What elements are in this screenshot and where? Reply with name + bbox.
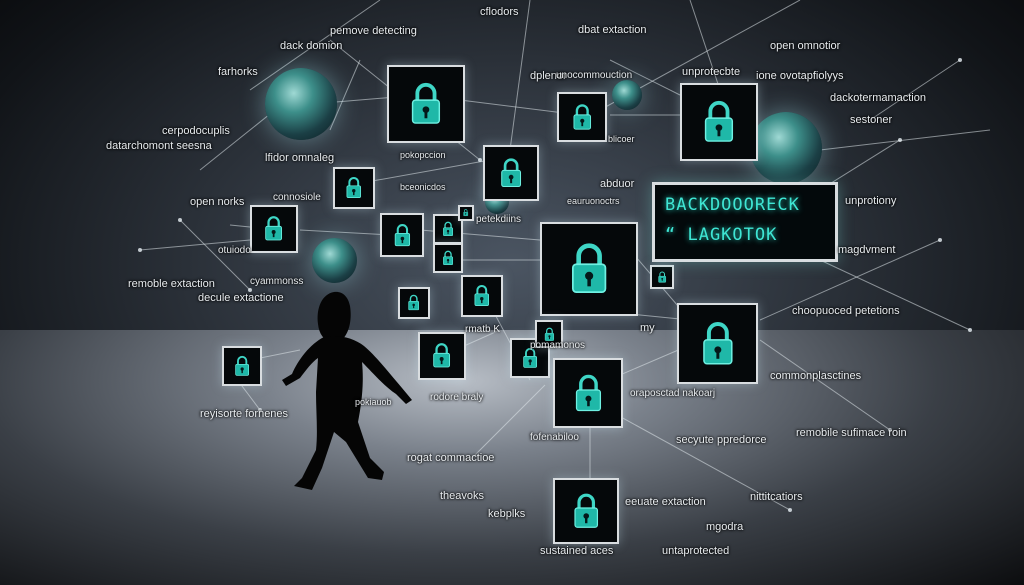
- label: open norks: [190, 196, 245, 208]
- label: pemove detecting: [330, 25, 417, 37]
- padlock-screen: [418, 332, 466, 380]
- hooded-hacker-silhouette: [282, 291, 412, 490]
- padlock-icon: [575, 374, 601, 411]
- label: rodore braly: [430, 392, 484, 403]
- label: pokiauob: [355, 397, 392, 407]
- padlock-screen: [461, 275, 503, 317]
- label: secyute ppredorce: [676, 434, 767, 446]
- label: kebplks: [488, 508, 526, 520]
- padlock-icon: [571, 243, 607, 294]
- label: reyisorte fornenes: [200, 408, 289, 420]
- label: mgodra: [706, 521, 744, 533]
- backdoor-billboard: BACKDOOORECK “ LAGKOTOK: [652, 182, 838, 262]
- padlock-icon: [443, 250, 453, 265]
- padlock-icon: [574, 493, 598, 528]
- label: my: [640, 322, 655, 334]
- padlock-screen: [333, 167, 375, 209]
- padlock-screen: [250, 205, 298, 253]
- label: blicoer: [608, 134, 635, 144]
- padlock-icon: [411, 82, 441, 124]
- padlock-screen: [553, 478, 619, 544]
- label: untaprotected: [662, 545, 730, 557]
- billboard-line-1: BACKDOOORECK: [665, 195, 800, 215]
- label: sestoner: [850, 114, 893, 126]
- padlock-icon: [658, 271, 666, 283]
- padlock-screen: [540, 222, 638, 316]
- label: bceonicdos: [400, 182, 446, 192]
- label: cyammonss: [250, 276, 304, 287]
- padlock-screen: [650, 265, 674, 289]
- padlock-screen: [557, 92, 607, 142]
- globe-lower-left: [312, 238, 357, 283]
- label: choopuoced petetions: [792, 305, 900, 317]
- globe-center: [612, 80, 642, 110]
- padlock-icon: [265, 216, 283, 241]
- padlock-screen: [433, 243, 463, 273]
- label: pomamonos: [530, 340, 586, 351]
- label: dplenor: [530, 70, 567, 82]
- label: theavoks: [440, 490, 485, 502]
- label: decule extactione: [198, 292, 284, 304]
- padlock-screen: [380, 213, 424, 257]
- padlock-screen: [535, 320, 563, 348]
- billboard-line-2: “ LAGKOTOK: [665, 225, 778, 245]
- padlock-icon: [346, 177, 362, 199]
- label: remobile sufimace roin: [796, 427, 907, 439]
- padlock-icon: [394, 223, 410, 246]
- label: petekdiins: [476, 214, 522, 225]
- label: commonplasctines: [770, 370, 862, 382]
- padlock-icon: [544, 327, 554, 341]
- label: connosiole: [273, 192, 321, 203]
- padlock-icon: [474, 285, 490, 307]
- label: cflodors: [480, 6, 519, 18]
- label: dbat extaction: [578, 24, 647, 36]
- padlock-icon: [702, 321, 733, 365]
- label: nittitcatiors: [750, 491, 803, 503]
- padlock-icon: [463, 209, 469, 217]
- padlock-icon: [235, 355, 249, 376]
- label: oraposctad nakoarj: [630, 388, 716, 399]
- label: open omnotior: [770, 40, 841, 52]
- globe-right: [750, 112, 822, 184]
- padlock-screen: [483, 145, 539, 201]
- label: ione ovotapfiolyys: [756, 70, 844, 82]
- label: rogat commactioe: [407, 452, 495, 464]
- padlock-icon: [501, 158, 521, 187]
- padlock-icon: [443, 221, 453, 236]
- label: unprotecbte: [682, 66, 741, 78]
- label: otuiodo: [218, 245, 251, 256]
- label: pokopccion: [400, 150, 446, 160]
- label: abduor: [600, 178, 635, 190]
- padlock-icon: [573, 104, 591, 130]
- label: dackotermamaction: [830, 92, 926, 104]
- padlock-screen: [222, 346, 262, 386]
- padlock-icon: [408, 295, 420, 311]
- label: unocommouction: [556, 70, 633, 81]
- label: cerpodocuplis: [162, 125, 230, 137]
- label: fofenabiloo: [530, 432, 579, 443]
- padlock-screen: [398, 287, 430, 319]
- label: sustained aces: [540, 545, 614, 557]
- globe-left: [265, 68, 337, 140]
- padlock-icon: [523, 347, 537, 368]
- padlock-screen: [387, 65, 465, 143]
- padlock-icon: [704, 100, 734, 142]
- label: farhorks: [218, 66, 258, 78]
- padlock-icon: [433, 343, 451, 368]
- label: eauruonoctrs: [567, 196, 620, 206]
- padlock-screen: [553, 358, 623, 428]
- padlock-screen: [680, 83, 758, 161]
- padlock-screen: [458, 205, 474, 221]
- label: eeuate extaction: [625, 496, 706, 508]
- padlock-screen: [677, 303, 758, 384]
- label: dack domion: [280, 40, 343, 52]
- label: remoble extaction: [128, 278, 215, 290]
- label: datarchomont seesna: [106, 140, 212, 152]
- label: lfidor omnaleg: [265, 152, 335, 164]
- label: unprotiony: [845, 195, 897, 207]
- label: rmatb K: [465, 324, 501, 335]
- label: magdvment: [838, 244, 896, 256]
